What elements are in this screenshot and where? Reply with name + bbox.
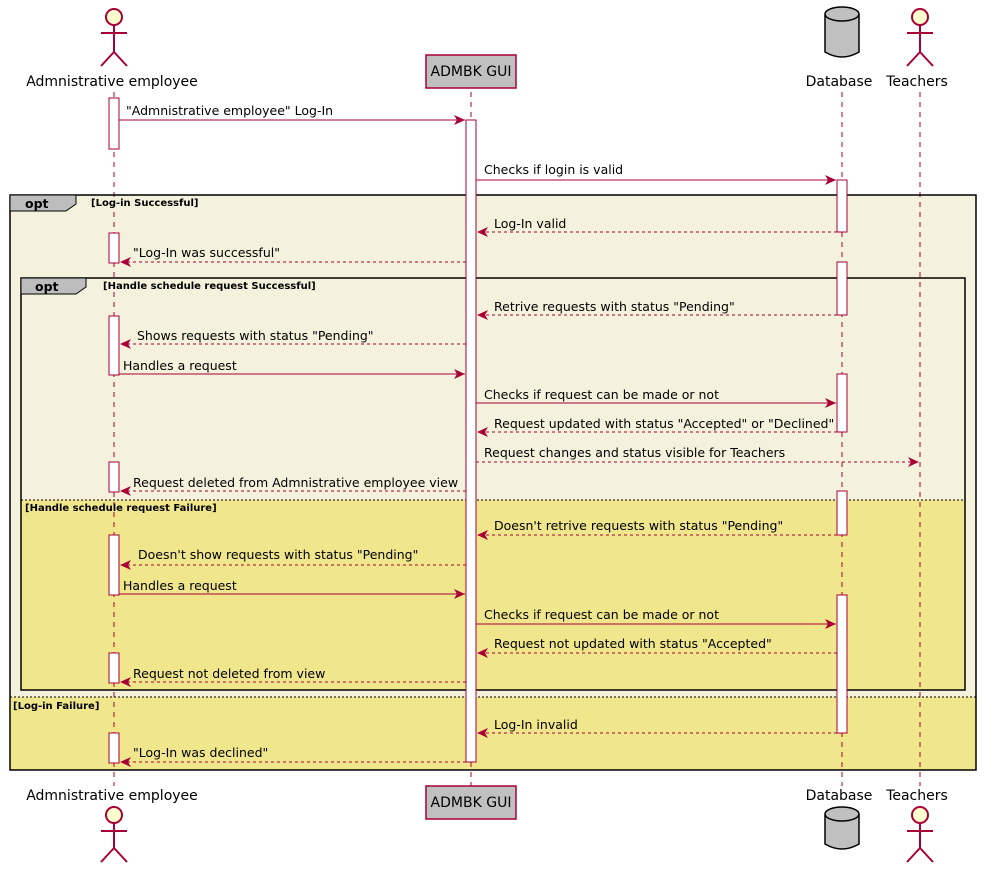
participant-name-teachers: Teachers [885, 788, 948, 804]
participant-name-admin: Admnistrative employee [26, 788, 198, 804]
actor-teachers-icon [906, 806, 934, 863]
participant-name-database: Database [806, 788, 873, 804]
activation-admin [108, 315, 120, 376]
opt-login-frame [9, 194, 977, 771]
opt-schedule-tab [20, 277, 87, 295]
message: Checks if request can be made or not [476, 387, 836, 408]
message-label: Handles a request [123, 358, 237, 373]
activation-gui [465, 119, 477, 763]
activation-database [836, 261, 848, 316]
activation-admin [108, 97, 120, 150]
opt-login-tab [9, 194, 77, 212]
database-icon [824, 6, 860, 58]
message: Request updated with status "Accepted" o… [477, 416, 837, 437]
opt-schedule-frame [20, 277, 966, 691]
opt-fragment-schedule [21, 500, 965, 690]
activation-admin [108, 534, 120, 596]
opt-schedule-guard: [Handle schedule request Successful] [103, 281, 316, 292]
message: Doesn't retrive requests with status "Pe… [477, 518, 837, 540]
message: Log-In valid [477, 216, 837, 237]
message: Request not updated with status "Accepte… [477, 636, 837, 658]
message: Request not deleted from view [120, 666, 466, 687]
message-label: Checks if request can be made or not [484, 607, 719, 622]
participant-name-admin: Admnistrative employee [26, 74, 198, 90]
message-label: Shows requests with status "Pending" [137, 328, 374, 343]
message: Handles a request [119, 578, 465, 599]
message: "Log-In was declined" [120, 745, 466, 767]
message-label: Doesn't retrive requests with status "Pe… [494, 518, 783, 533]
participant-name-teachers: Teachers [885, 74, 948, 90]
message-label: Retrive requests with status "Pending" [494, 299, 735, 314]
message-label: Log-In invalid [494, 717, 578, 732]
message: Request changes and status visible for T… [476, 445, 919, 467]
participants-bottom: Admnistrative employee ADMBK GUI Databas… [26, 785, 948, 863]
message: Shows requests with status "Pending" [120, 328, 466, 349]
message-label: Checks if request can be made or not [484, 387, 719, 402]
message-label: "Admnistrative employee" Log-In [126, 103, 333, 118]
participant-name-database: Database [806, 74, 873, 90]
message: "Admnistrative employee" Log-In [119, 103, 465, 125]
message-label: Request deleted from Admnistrative emplo… [133, 475, 458, 490]
message-label: Request not deleted from view [133, 666, 325, 681]
participant-box-gui [425, 54, 517, 89]
message-label: "Log-In was declined" [133, 745, 268, 760]
activation-database [836, 594, 848, 734]
message: Handles a request [119, 358, 465, 379]
message: Log-In invalid [477, 717, 837, 738]
opt-login-keyword: opt [25, 196, 49, 211]
actor-admin-icon [100, 806, 128, 863]
actor-teachers-icon [906, 8, 934, 67]
actor-admin-icon [100, 8, 128, 67]
opt-schedule-keyword: opt [35, 279, 59, 294]
messages: "Admnistrative employee" Log-In Checks i… [119, 103, 919, 767]
opt-login-guard: [Log-in Successful] [91, 198, 198, 209]
database-icon [824, 806, 860, 850]
activation-database [836, 373, 848, 433]
message-label: Request not updated with status "Accepte… [494, 636, 772, 651]
message-label: Request changes and status visible for T… [484, 445, 785, 460]
participant-name-gui: ADMBK GUI [431, 795, 512, 811]
message: "Log-In was successful" [120, 245, 466, 267]
activation-database [836, 490, 848, 536]
message-label: Handles a request [123, 578, 237, 593]
message-label: Checks if login is valid [484, 162, 623, 177]
activation-database [836, 179, 848, 233]
activation-admin [108, 652, 120, 684]
activation-admin [108, 732, 120, 764]
activation-admin [108, 461, 120, 493]
message: Checks if request can be made or not [476, 607, 836, 629]
activation-admin [108, 232, 120, 264]
participant-box-gui [425, 785, 517, 820]
opt-schedule-failure-region [21, 500, 965, 690]
participants-top: Admnistrative employee ADMBK GUI Databas… [26, 6, 948, 90]
participant-name-gui: ADMBK GUI [431, 64, 512, 80]
message-label: Request updated with status "Accepted" o… [494, 416, 834, 431]
message: Checks if login is valid [476, 162, 836, 185]
message-label: Log-In valid [494, 216, 566, 231]
message: Doesn't show requests with status "Pendi… [120, 547, 466, 570]
message: Retrive requests with status "Pending" [477, 299, 837, 320]
message-label: Doesn't show requests with status "Pendi… [138, 547, 418, 562]
message: Request deleted from Admnistrative emplo… [120, 475, 466, 496]
opt-login-else-guard: [Log-in Failure] [13, 701, 99, 712]
opt-schedule-else-guard: [Handle schedule request Failure] [25, 503, 217, 514]
message-label: "Log-In was successful" [133, 245, 280, 260]
